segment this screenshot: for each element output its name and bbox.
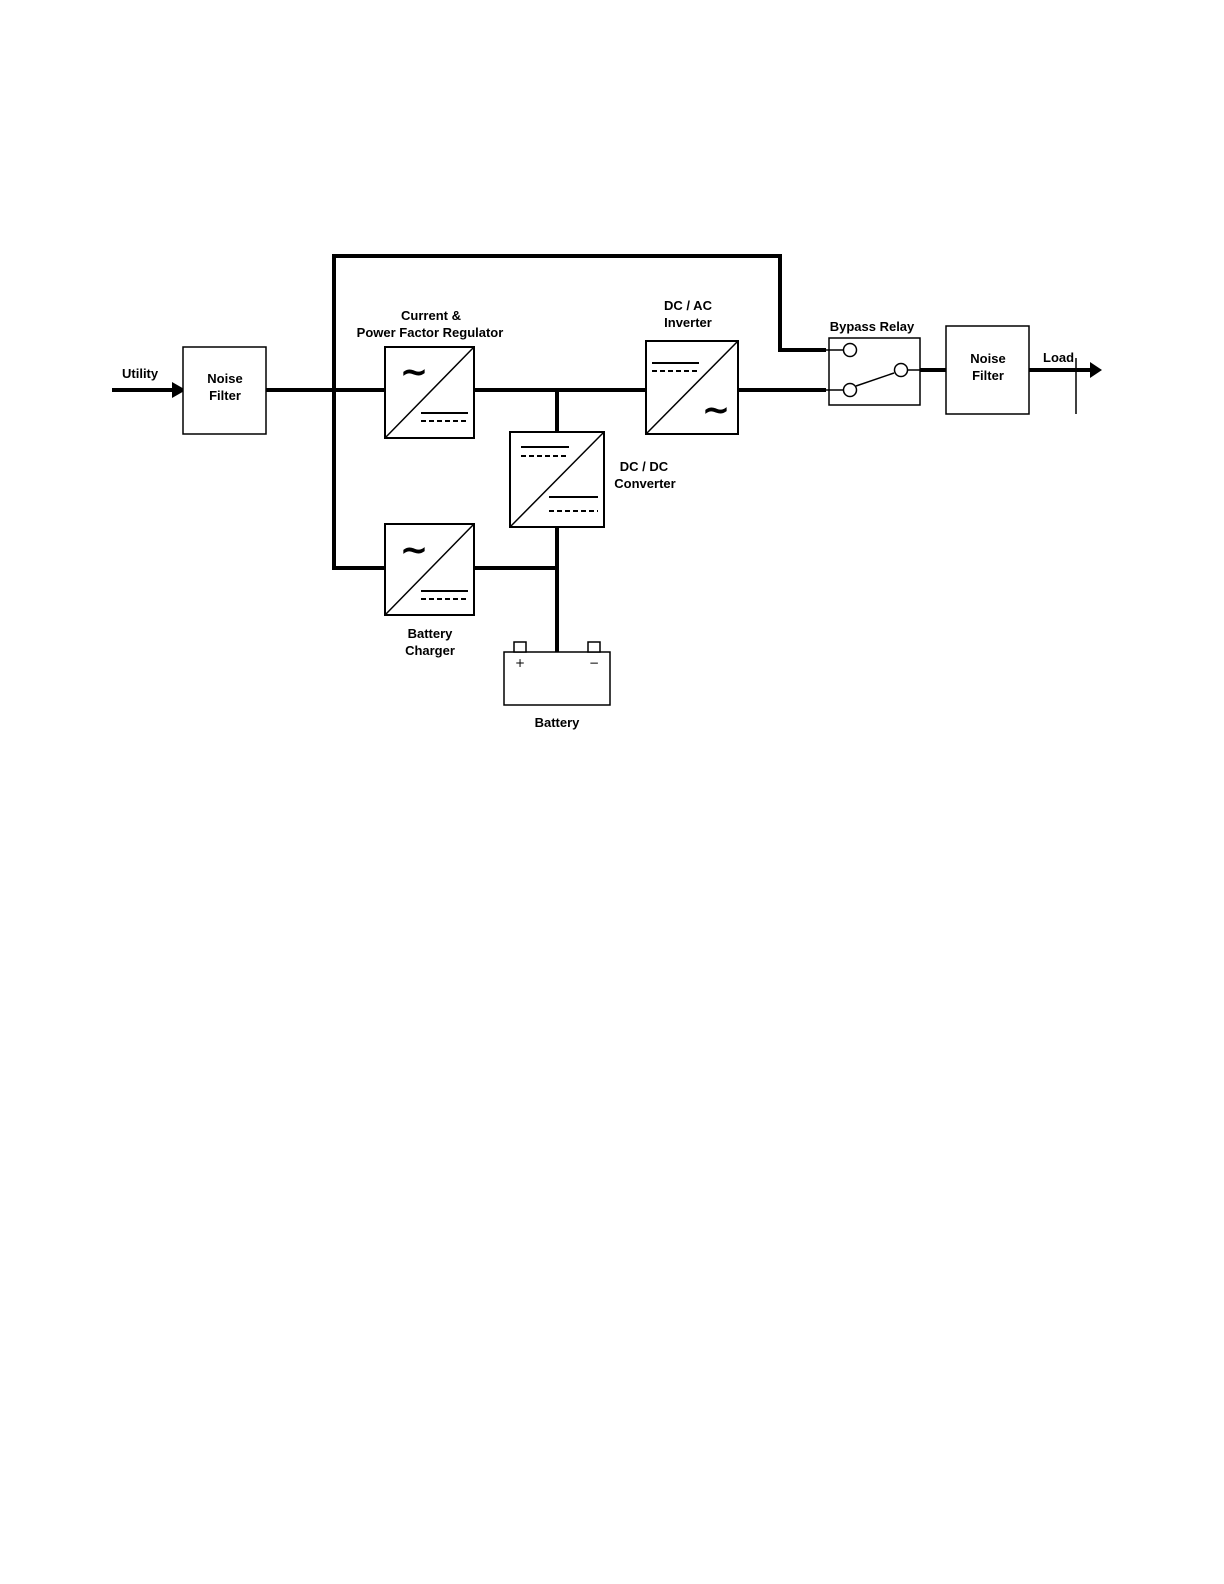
bypass-relay — [826, 338, 920, 405]
load-arrow-icon — [1090, 362, 1102, 378]
ac-symbol-icon: ~ — [702, 390, 731, 430]
inverter-label-2: Inverter — [664, 315, 712, 330]
charger-label-1: Battery — [408, 626, 454, 641]
battery-terminal-minus — [588, 642, 600, 652]
relay-contact-output-icon — [895, 364, 908, 377]
battery-charger: ~ — [385, 524, 474, 615]
pfc-label-1: Current & — [401, 308, 461, 323]
inverter-label-1: DC / AC — [664, 298, 713, 313]
pfc-label-2: Power Factor Regulator — [357, 325, 504, 340]
input-filter-label-2: Filter — [209, 388, 241, 403]
plus-icon: + — [515, 656, 525, 670]
wires — [112, 256, 1102, 652]
load-label: Load — [1043, 350, 1074, 365]
minus-icon: − — [589, 656, 599, 670]
input-noise-filter: Noise Filter — [183, 347, 266, 434]
battery-terminal-plus — [514, 642, 526, 652]
input-filter-label-1: Noise — [207, 371, 242, 386]
utility-label: Utility — [122, 366, 159, 381]
dcdc-label-2: Converter — [614, 476, 675, 491]
output-filter-label-1: Noise — [970, 351, 1005, 366]
bypass-relay-label: Bypass Relay — [830, 319, 915, 334]
dcdc-label-1: DC / DC — [620, 459, 669, 474]
output-filter-label-2: Filter — [972, 368, 1004, 383]
battery-label: Battery — [535, 715, 581, 730]
relay-contact-bypass-icon — [844, 344, 857, 357]
dc-dc-converter — [510, 432, 604, 527]
charger-feed-wire — [334, 390, 385, 568]
pfc-regulator: ~ — [385, 347, 474, 438]
ac-symbol-icon: ~ — [400, 352, 429, 392]
charger-label-2: Charger — [405, 643, 455, 658]
output-noise-filter: Noise Filter — [946, 326, 1029, 414]
relay-contact-inverter-icon — [844, 384, 857, 397]
ac-symbol-icon: ~ — [400, 530, 429, 570]
battery: + − — [504, 642, 610, 705]
dc-ac-inverter: ~ — [646, 341, 738, 434]
